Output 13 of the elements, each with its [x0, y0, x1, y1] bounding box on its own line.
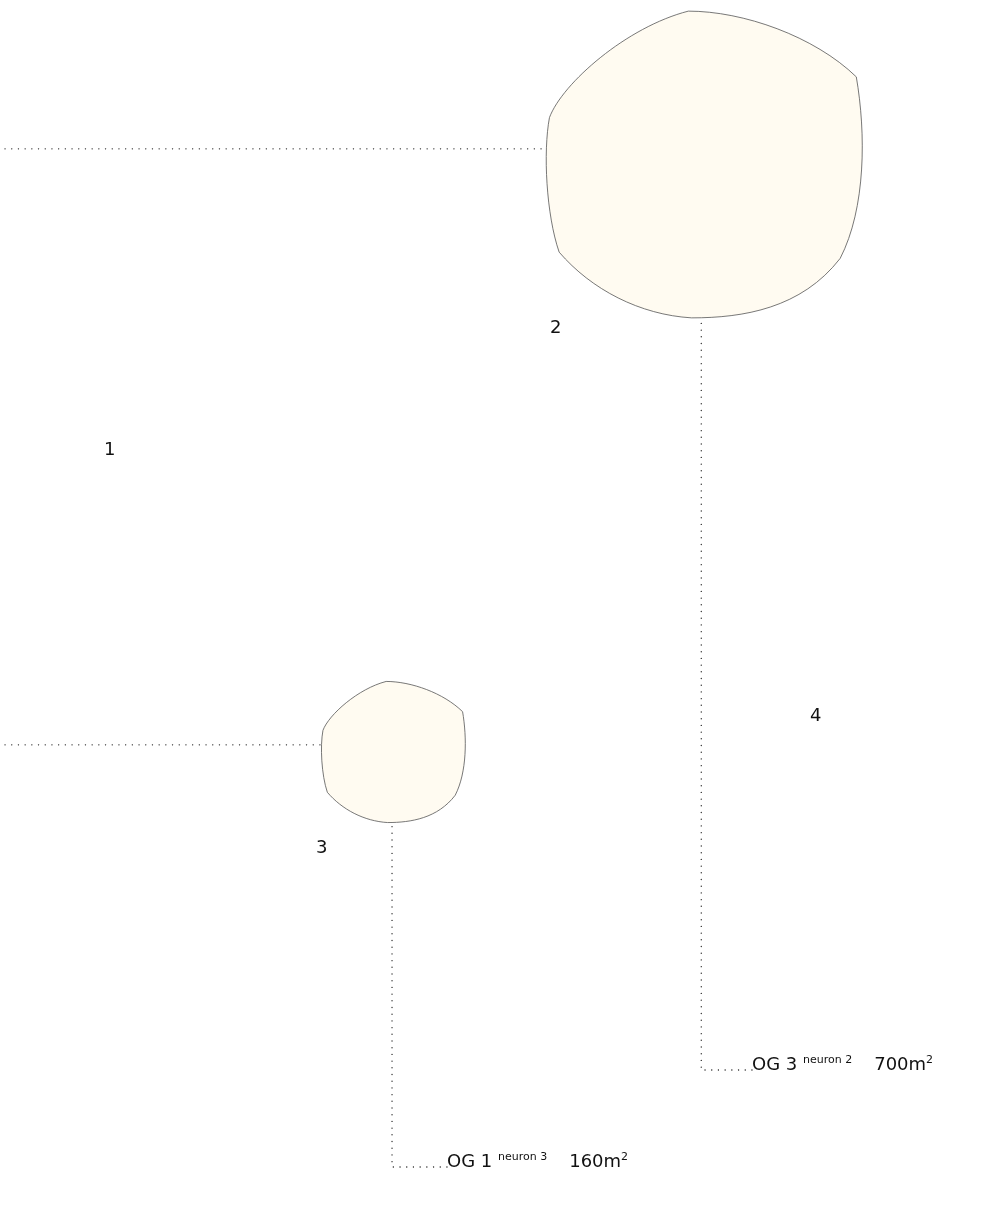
- blob-shape: [543, 8, 866, 321]
- area-number: 1: [104, 438, 116, 459]
- leader-line: [391, 823, 448, 1168]
- floor-label: OG 1 $^{neuron 3}$: [447, 1150, 548, 1171]
- area-value: 160m$^{2}$: [569, 1150, 629, 1171]
- leader-line: [4, 744, 323, 746]
- area-number: 2: [550, 316, 562, 337]
- leader-line: [700, 320, 753, 1071]
- floor-label: OG 3 $^{neuron 2}$: [752, 1053, 853, 1074]
- area-number: 3: [316, 836, 328, 857]
- area-number: 4: [810, 704, 822, 725]
- blob-shape: [320, 680, 467, 824]
- area-value: 700m$^{2}$: [874, 1053, 934, 1074]
